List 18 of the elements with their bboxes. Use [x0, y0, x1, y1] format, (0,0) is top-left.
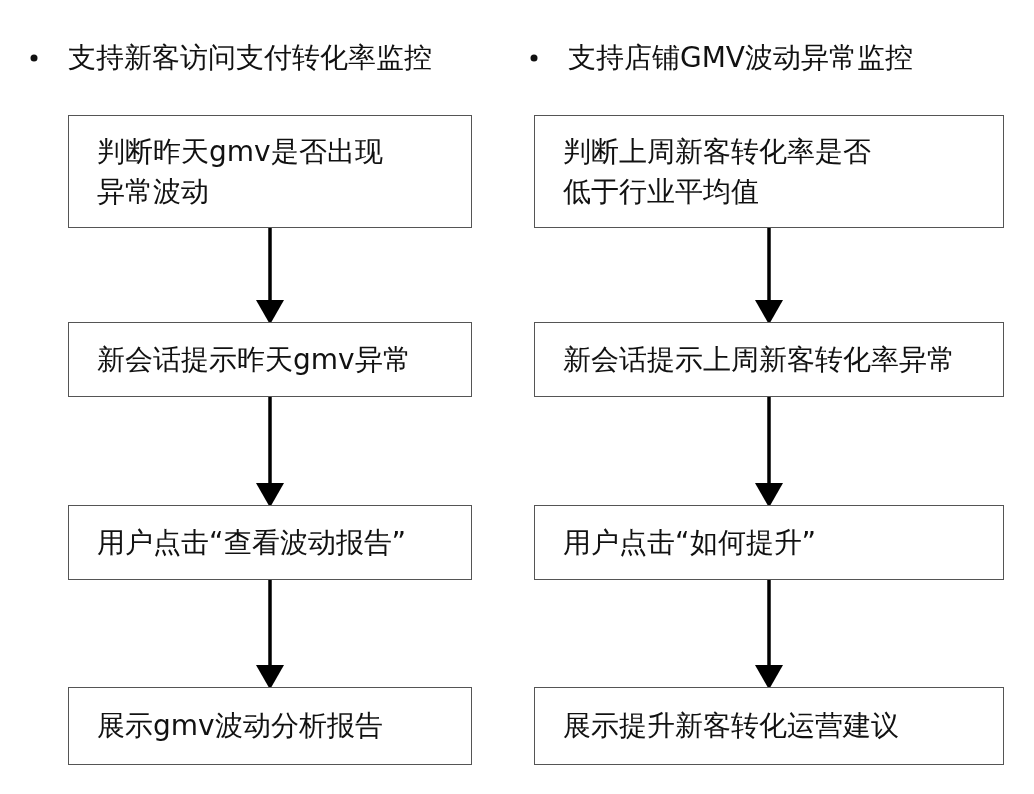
process-box [68, 115, 472, 228]
process-box [534, 322, 1004, 397]
step-text: 判断昨天gmv是否出现异常波动 [97, 133, 384, 210]
process-box [68, 687, 472, 765]
process-box [534, 505, 1004, 580]
step-text: 新会话提示昨天gmv异常 [97, 341, 411, 378]
process-box [68, 322, 472, 397]
step-text: 展示gmv波动分析报告 [97, 708, 383, 744]
column-heading: 支持店铺GMV波动异常监控 [568, 40, 913, 76]
step-text: 新会话提示上周新客转化率异常 [563, 341, 955, 378]
step-text: 用户点击“如何提升” [563, 524, 816, 561]
column-heading: 支持新客访问支付转化率监控 [68, 40, 432, 76]
process-box [534, 687, 1004, 765]
step-text: 用户点击“查看波动报告” [97, 524, 406, 561]
step-text: 判断上周新客转化率是否低于行业平均值 [563, 133, 872, 210]
step-text: 展示提升新客转化运营建议 [563, 708, 899, 744]
process-box [68, 505, 472, 580]
process-box [534, 115, 1004, 228]
